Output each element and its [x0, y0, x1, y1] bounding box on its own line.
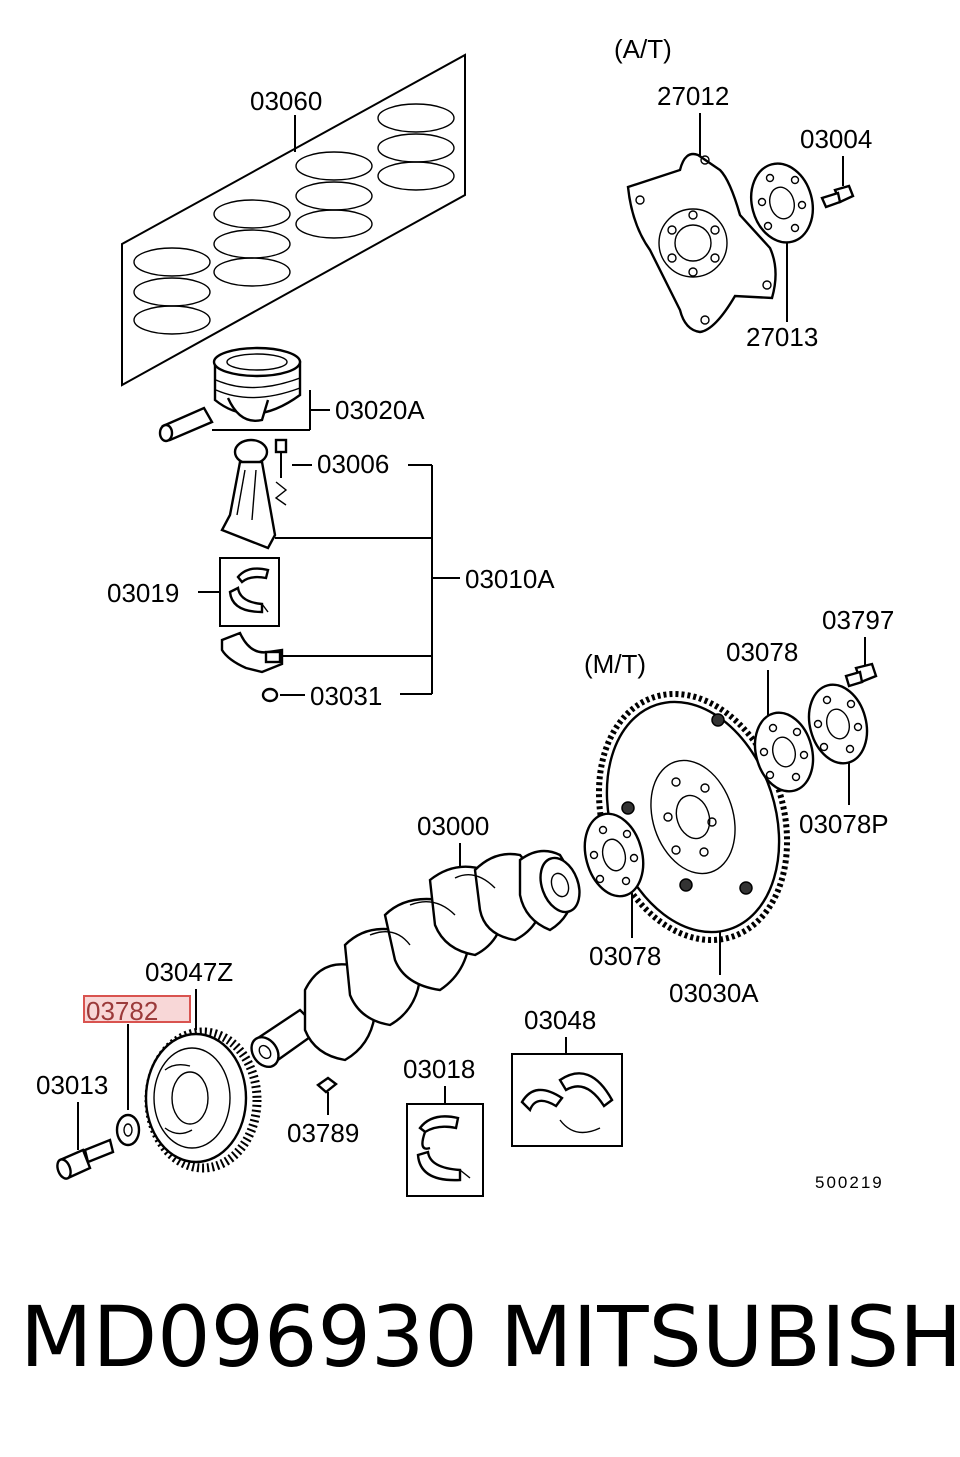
label-at: (A/T): [614, 34, 672, 64]
label-03020A: 03020A: [335, 395, 425, 425]
label-03004: 03004: [800, 124, 872, 154]
main-bearing[interactable]: [406, 1103, 484, 1197]
label-03013: 03013: [36, 1070, 108, 1100]
woodruff-key[interactable]: [316, 1076, 338, 1094]
label-03797: 03797: [822, 605, 894, 635]
crankshaft[interactable]: [246, 849, 586, 1072]
washer[interactable]: [115, 1113, 141, 1147]
flywheel-plate-p[interactable]: [801, 678, 876, 770]
label-03006: 03006: [317, 449, 389, 479]
label-03789: 03789: [287, 1118, 359, 1148]
label-03078-bottom: 03078: [589, 941, 661, 971]
label-27012: 27012: [657, 81, 729, 111]
drive-plate[interactable]: [626, 152, 777, 334]
piston[interactable]: [158, 346, 330, 443]
flywheel-bolt[interactable]: [844, 662, 878, 688]
label-03048: 03048: [524, 1005, 596, 1035]
rod-nut[interactable]: [261, 687, 279, 703]
crank-pulley[interactable]: [144, 1027, 262, 1173]
connecting-rod[interactable]: [220, 438, 288, 550]
label-03000: 03000: [417, 811, 489, 841]
label-03047Z: 03047Z: [145, 957, 233, 987]
part-number: MD096930: [20, 1288, 478, 1386]
adapter-plate[interactable]: [743, 157, 822, 250]
highlight-box-03782: [83, 995, 191, 1023]
label-03782[interactable]: 03782: [86, 996, 158, 1026]
label-03078P: 03078P: [799, 809, 889, 839]
label-mt: (M/T): [584, 649, 646, 679]
rod-bearing[interactable]: [219, 557, 280, 627]
label-27013: 27013: [746, 322, 818, 352]
rod-cap[interactable]: [220, 631, 284, 674]
label-03060: 03060: [250, 86, 322, 116]
flywheel-plate-front[interactable]: [576, 807, 652, 903]
thrust-bearing[interactable]: [511, 1053, 623, 1147]
flywheel-plate-rear[interactable]: [747, 706, 822, 798]
diagram-reference: 500219: [815, 1173, 884, 1192]
brand-name: MITSUBISHI: [500, 1288, 960, 1386]
label-03019: 03019: [107, 578, 179, 608]
label-03010A: 03010A: [465, 564, 555, 594]
pulley-bolt[interactable]: [55, 1138, 115, 1180]
piston-ring-set[interactable]: [121, 53, 466, 387]
label-03018: 03018: [403, 1054, 475, 1084]
label-03078-top: 03078: [726, 637, 798, 667]
drive-plate-bolt[interactable]: [820, 184, 855, 209]
label-03031: 03031: [310, 681, 382, 711]
label-03030A: 03030A: [669, 978, 759, 1008]
